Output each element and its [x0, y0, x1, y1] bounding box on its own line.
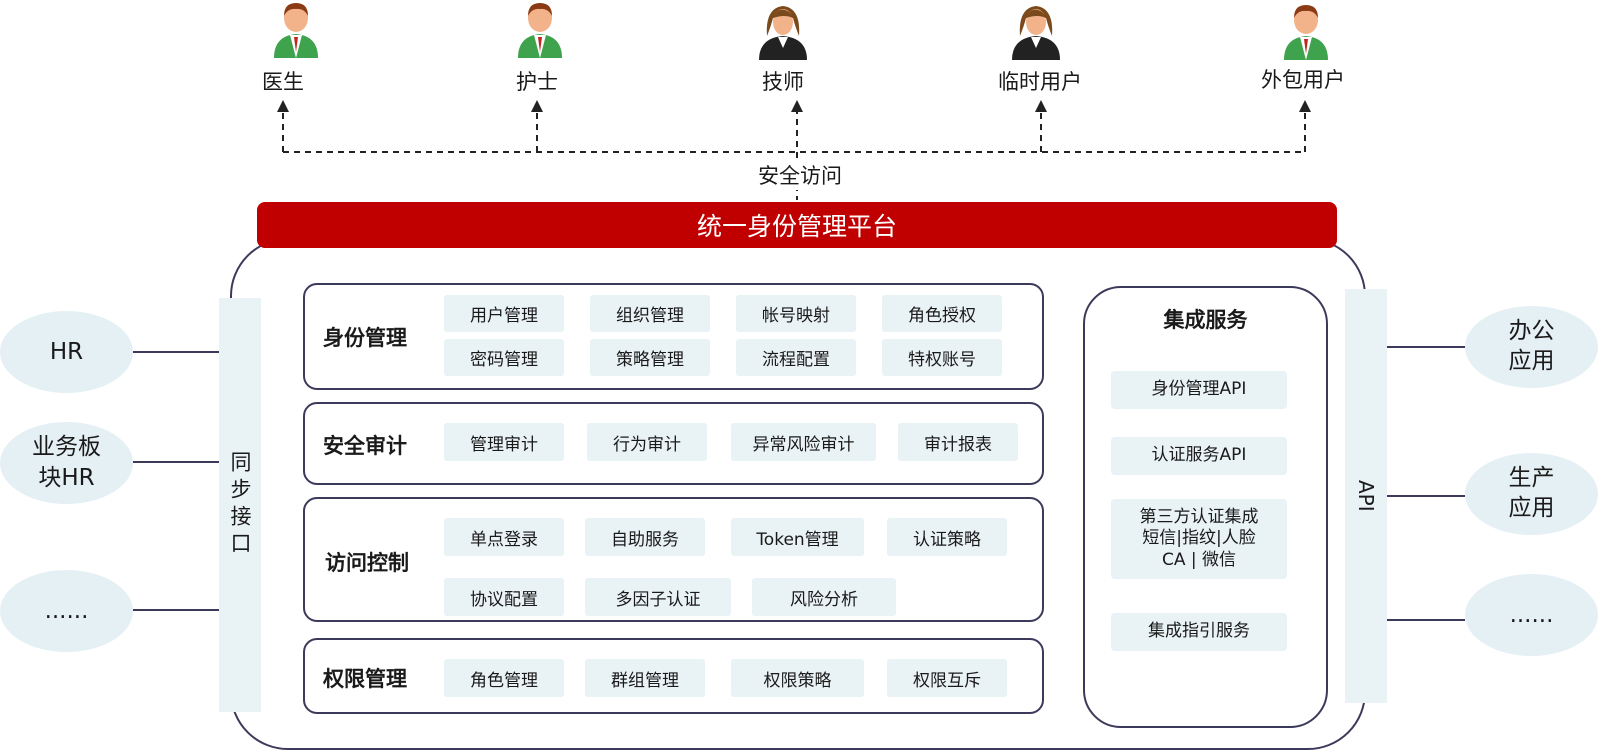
chip-account-mapping: 帐号映射 — [736, 295, 856, 332]
connector-office — [1387, 346, 1465, 348]
chip-sso: 单点登录 — [444, 518, 564, 556]
chip-privileged-account: 特权账号 — [882, 339, 1002, 376]
chip-role-management: 角色管理 — [444, 659, 564, 697]
module-title-access: 访问控制 — [325, 551, 409, 575]
chip-management-audit: 管理审计 — [444, 423, 564, 461]
connector-more-left — [133, 609, 219, 611]
target-production-app-label: 生产应用 — [1508, 465, 1555, 521]
chip-policy-management: 策略管理 — [590, 339, 710, 376]
chip-third-party-auth: 第三方认证集成 短信|指纹|人脸 CA | 微信 — [1111, 499, 1287, 579]
user-label-temp-user: 临时用户 — [998, 70, 1082, 94]
chip-user-management: 用户管理 — [444, 295, 564, 332]
connector-hr — [133, 351, 219, 353]
third-party-auth-line-2: 短信|指纹|人脸 — [1142, 528, 1256, 549]
chip-password-management: 密码管理 — [444, 339, 564, 376]
male-user-icon — [1284, 5, 1328, 60]
chip-integration-guide: 集成指引服务 — [1111, 613, 1287, 651]
sync-interface-label: 同步接口 — [228, 451, 252, 559]
third-party-auth-line-3: CA | 微信 — [1161, 549, 1237, 570]
module-title-audit: 安全审计 — [323, 434, 407, 458]
secure-access-label: 安全访问 — [745, 160, 855, 190]
user-label-outsourced-user: 外包用户 — [1261, 68, 1345, 92]
source-business-hr: 业务板块HR — [0, 422, 133, 504]
user-label-technician: 技师 — [762, 70, 804, 94]
chip-auth-policy: 认证策略 — [887, 518, 1007, 556]
target-office-app-label: 办公应用 — [1508, 318, 1555, 374]
male-user-icon — [518, 3, 562, 58]
sync-interface-bar: 同步接口 — [219, 298, 261, 712]
chip-self-service: 自助服务 — [585, 518, 705, 556]
user-label-nurse: 护士 — [516, 70, 558, 94]
chip-anomaly-risk-audit: 异常风险审计 — [731, 423, 876, 461]
integration-title: 集成服务 — [1163, 308, 1248, 332]
api-interface-label: API — [1354, 480, 1378, 512]
user-label-doctor: 医生 — [262, 70, 304, 94]
chip-audit-report: 审计报表 — [898, 423, 1018, 461]
source-more: ...... — [0, 570, 133, 652]
platform-title: 统一身份管理平台 — [257, 202, 1337, 248]
module-title-permission: 权限管理 — [323, 667, 407, 691]
module-title-identity: 身份管理 — [323, 326, 407, 350]
source-hr: HR — [0, 311, 133, 393]
chip-auth-service-api: 认证服务API — [1111, 437, 1287, 475]
chip-org-management: 组织管理 — [590, 295, 710, 332]
connector-business-hr — [133, 461, 219, 463]
api-interface-bar: API — [1345, 289, 1387, 703]
chip-group-management: 群组管理 — [585, 659, 705, 697]
connector-more-right — [1387, 619, 1465, 621]
female-user-icon — [759, 6, 807, 60]
chip-workflow-config: 流程配置 — [736, 339, 856, 376]
user-connection-lines — [277, 100, 1311, 200]
chip-role-authorization: 角色授权 — [882, 295, 1002, 332]
chip-behavior-audit: 行为审计 — [587, 423, 707, 461]
third-party-auth-line-1: 第三方认证集成 — [1139, 507, 1259, 528]
chip-mfa: 多因子认证 — [585, 578, 731, 616]
target-more: ...... — [1465, 574, 1598, 656]
chip-protocol-config: 协议配置 — [444, 578, 564, 616]
connector-production — [1387, 495, 1465, 497]
target-production-app: 生产应用 — [1465, 453, 1598, 535]
chip-permission-policy: 权限策略 — [731, 659, 864, 697]
female-user-icon — [1012, 6, 1060, 60]
chip-token-management: Token管理 — [731, 518, 864, 556]
chip-identity-api: 身份管理API — [1111, 371, 1287, 409]
chip-risk-analysis: 风险分析 — [752, 578, 896, 616]
chip-permission-mutex: 权限互斥 — [887, 659, 1007, 697]
target-office-app: 办公应用 — [1465, 306, 1598, 388]
source-business-hr-label: 业务板块HR — [32, 433, 101, 491]
male-user-icon — [274, 3, 318, 58]
